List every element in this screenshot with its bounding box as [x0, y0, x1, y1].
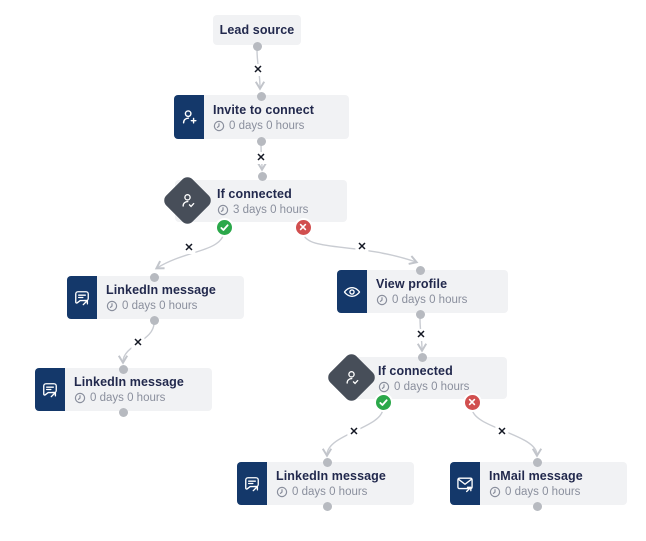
node-linkedin-message-2[interactable]: LinkedIn message 0 days 0 hours [35, 368, 212, 411]
node-linkedin-message-1[interactable]: LinkedIn message 0 days 0 hours [67, 276, 244, 319]
edge-delete-button[interactable]: ✕ [131, 337, 145, 349]
edge-delete-button[interactable]: ✕ [355, 241, 369, 253]
chat-bubble-arrow-icon [35, 368, 65, 411]
node-title: If connected [217, 186, 292, 201]
connector-dot [532, 501, 542, 511]
connector-dot [415, 309, 425, 319]
node-delay-text: 0 days 0 hours [394, 380, 470, 393]
person-add-icon [174, 95, 204, 139]
edge-delete-button[interactable]: ✕ [495, 426, 509, 438]
node-lead-source[interactable]: Lead source [213, 15, 301, 45]
clock-icon [376, 294, 388, 306]
person-check-icon [161, 174, 214, 227]
connector-dot [252, 41, 262, 51]
connector-dot [257, 171, 267, 181]
chat-bubble-arrow-icon [67, 276, 97, 319]
branch-no-badge [464, 394, 480, 410]
edge-delete-button[interactable]: ✕ [414, 329, 428, 341]
edge-delete-button[interactable]: ✕ [251, 64, 265, 76]
node-if-connected-2[interactable]: If connected 0 days 0 hours [325, 351, 507, 404]
connector-dot [118, 364, 128, 374]
node-delay-text: 3 days 0 hours [233, 203, 309, 216]
node-title: LinkedIn message [106, 283, 216, 297]
node-title: LinkedIn message [74, 375, 184, 389]
node-delay-text: 0 days 0 hours [392, 294, 468, 306]
connector-dot [532, 457, 542, 467]
node-invite-to-connect[interactable]: Invite to connect 0 days 0 hours [174, 95, 349, 139]
connector-dot [415, 265, 425, 275]
connector-dot [118, 407, 128, 417]
connector-dot [417, 352, 427, 362]
clock-icon [217, 204, 229, 215]
edge-delete-button[interactable]: ✕ [182, 242, 196, 254]
x-icon [299, 223, 307, 231]
clock-icon [378, 381, 390, 392]
node-view-profile[interactable]: View profile 0 days 0 hours [337, 270, 508, 313]
check-icon [378, 398, 388, 406]
person-check-icon [325, 351, 378, 404]
node-delay-text: 0 days 0 hours [505, 486, 581, 498]
node-delay-text: 0 days 0 hours [292, 486, 368, 498]
node-if-connected-1[interactable]: If connected 3 days 0 hours [161, 174, 347, 227]
clock-icon [489, 486, 501, 498]
node-delay-text: 0 days 0 hours [229, 119, 305, 132]
branch-yes-badge [375, 394, 391, 410]
clock-icon [74, 392, 86, 404]
branch-no-badge [295, 219, 311, 235]
node-title: LinkedIn message [276, 469, 386, 483]
node-title: Invite to connect [213, 102, 315, 117]
node-linkedin-message-3[interactable]: LinkedIn message 0 days 0 hours [237, 462, 414, 505]
connector-dot [149, 315, 159, 325]
check-icon [219, 223, 229, 231]
node-delay-text: 0 days 0 hours [90, 392, 166, 404]
chat-bubble-arrow-icon [237, 462, 267, 505]
connector-dot [322, 457, 332, 467]
node-delay-text: 0 days 0 hours [122, 300, 198, 312]
edge-delete-button[interactable]: ✕ [347, 426, 361, 438]
node-title: View profile [376, 277, 448, 291]
node-title: InMail message [489, 469, 583, 483]
edge [302, 232, 416, 262]
connector-dot [149, 272, 159, 282]
x-icon [468, 398, 476, 406]
eye-icon [337, 270, 367, 313]
node-title: If connected [378, 363, 453, 378]
clock-icon [106, 300, 118, 312]
edge [157, 232, 225, 268]
envelope-arrow-icon [450, 462, 480, 505]
connector-dot [256, 136, 266, 146]
clock-icon [213, 120, 225, 131]
branch-yes-badge [216, 219, 232, 235]
edge-delete-button[interactable]: ✕ [254, 152, 268, 164]
connector-dot [256, 91, 266, 101]
node-inmail-message[interactable]: InMail message 0 days 0 hours [450, 462, 627, 505]
connector-dot [322, 501, 332, 511]
node-title: Lead source [219, 23, 295, 37]
clock-icon [276, 486, 288, 498]
